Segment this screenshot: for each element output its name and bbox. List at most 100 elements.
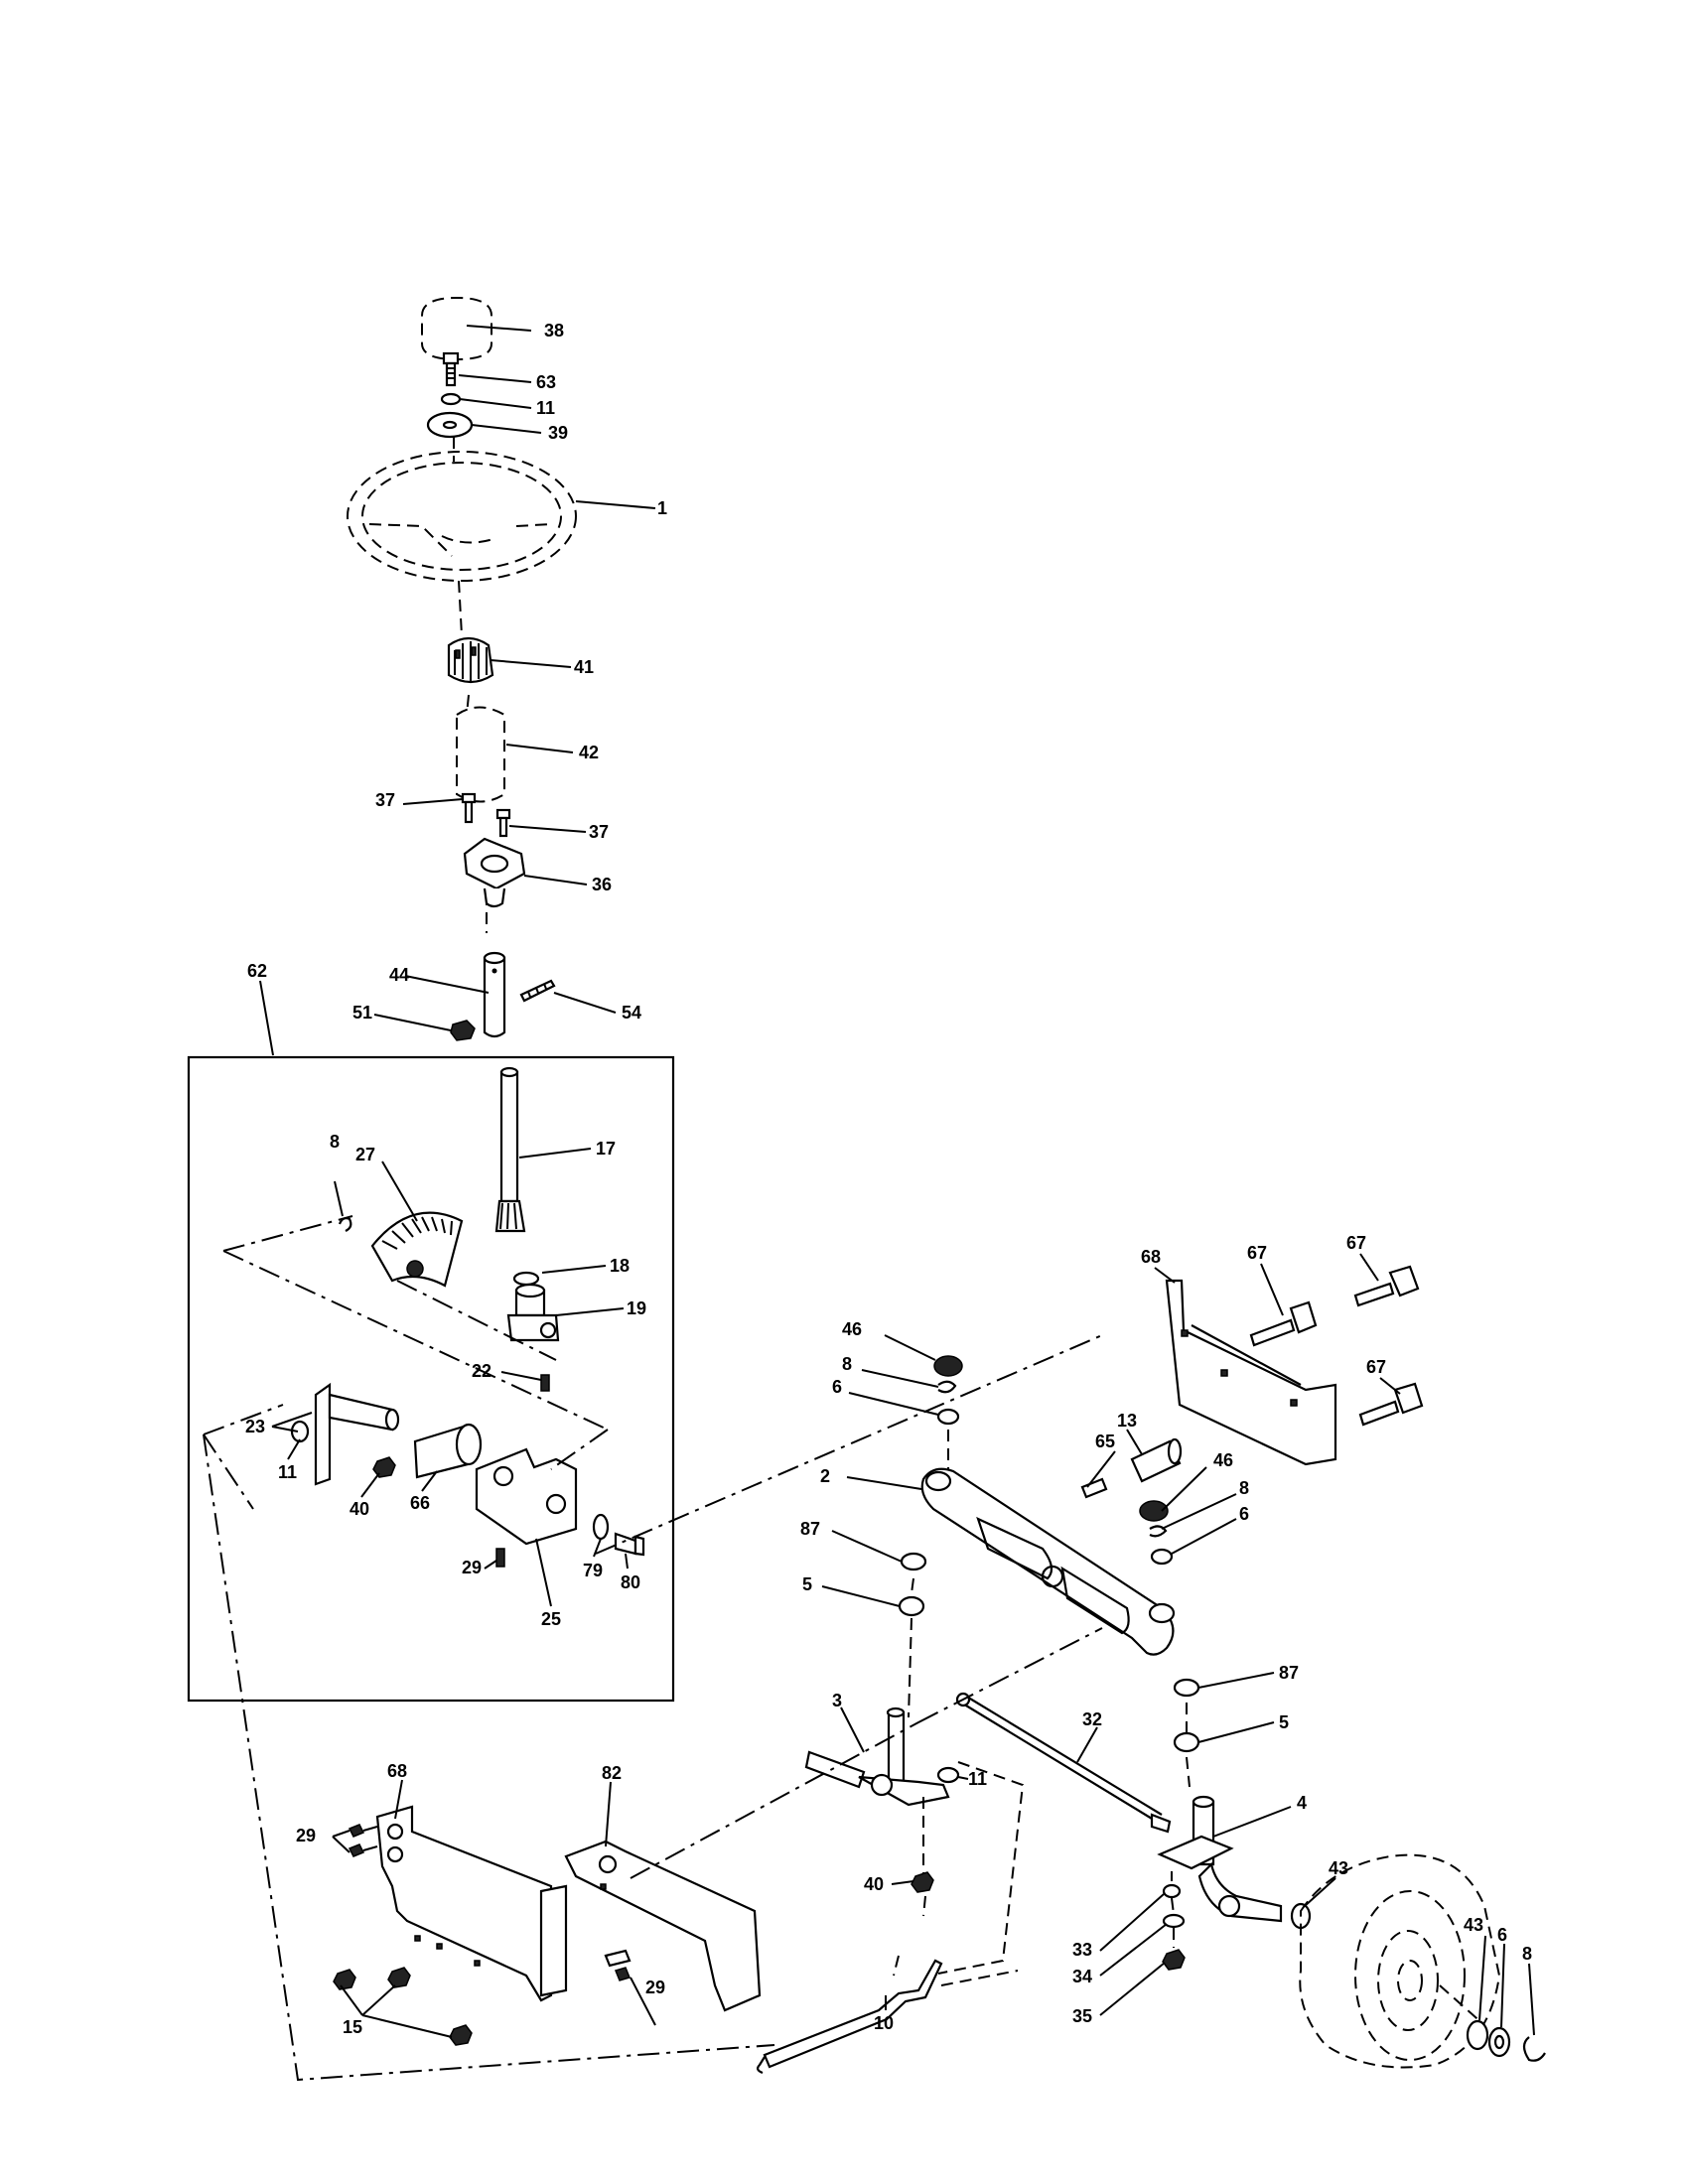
callout-87: 87 (1279, 1663, 1299, 1683)
steering-wheel (347, 451, 577, 582)
bolt-29c (604, 1949, 632, 1981)
callout-5: 5 (1279, 1712, 1289, 1732)
roll-pin (519, 979, 556, 1003)
callout-42: 42 (579, 743, 599, 762)
callout-43: 43 (1329, 1858, 1348, 1878)
bushing (413, 1423, 483, 1479)
hex-nut (450, 1020, 476, 1041)
callout-54: 54 (622, 1003, 641, 1023)
callout-40: 40 (350, 1499, 369, 1519)
callout-51: 51 (352, 1003, 372, 1023)
callout-33: 33 (1072, 1940, 1092, 1960)
washer-79 (592, 1513, 610, 1541)
sector-gear (370, 1211, 464, 1288)
bearing-flange (463, 837, 526, 908)
callout-43: 43 (1464, 1915, 1483, 1935)
steering-adapter (447, 636, 494, 684)
lock-washer (440, 392, 462, 406)
callout-40: 40 (864, 1874, 884, 1894)
frame-bracket-right (1165, 1279, 1337, 1466)
drag-link-10 (756, 1959, 943, 2075)
callout-67: 67 (1346, 1233, 1366, 1253)
hex-nut-40 (372, 1456, 396, 1478)
pivot-bar (1130, 1437, 1183, 1483)
pivot-bushing (1080, 1477, 1108, 1499)
callout-32: 32 (1082, 1709, 1102, 1729)
callout-6: 6 (1497, 1925, 1507, 1945)
steering-wheel-cap (421, 296, 492, 361)
callout-38: 38 (544, 321, 564, 341)
callout-46: 46 (842, 1319, 862, 1339)
callout-18: 18 (610, 1256, 630, 1276)
pinion-bearing (506, 1283, 560, 1342)
washer-34 (1162, 1913, 1186, 1929)
washer-11c (936, 1766, 960, 1784)
callout-3: 3 (832, 1691, 842, 1710)
callout-46: 46 (1213, 1450, 1233, 1470)
callout-22: 22 (472, 1361, 491, 1381)
steering-shaft-lower (494, 1066, 526, 1233)
hex-nut-40b (911, 1871, 934, 1893)
callout-80: 80 (621, 1572, 640, 1592)
callout-41: 41 (574, 657, 594, 677)
callout-68: 68 (387, 1761, 407, 1781)
clip-8d (1522, 2036, 1546, 2062)
frame-bolt (1249, 1265, 1424, 1427)
callout-19: 19 (627, 1298, 646, 1318)
callout-8: 8 (1239, 1478, 1249, 1498)
callout-8: 8 (842, 1354, 852, 1374)
spindle-right (1157, 1795, 1283, 1923)
callout-8: 8 (330, 1132, 340, 1152)
callout-6: 6 (1239, 1504, 1249, 1524)
callout-11: 11 (968, 1769, 987, 1789)
callout-11: 11 (278, 1462, 297, 1482)
bearing-5 (898, 1595, 1200, 1753)
gear-bracket (475, 1447, 578, 1546)
callout-11: 11 (536, 398, 555, 418)
callout-1: 1 (657, 498, 667, 518)
support-bracket-82 (539, 1840, 762, 2012)
callout-67: 67 (1366, 1357, 1386, 1377)
callout-37: 37 (589, 822, 609, 842)
nut-15 (333, 1967, 473, 2046)
callout-44: 44 (389, 965, 409, 985)
bolt-29b (348, 1824, 378, 1857)
shaft-washer (512, 1271, 540, 1287)
callout-35: 35 (1072, 2006, 1092, 2026)
washer-43b (1466, 2019, 1489, 2051)
spacer-33 (1162, 1883, 1182, 1899)
set-screw (540, 1374, 550, 1392)
callouts: 38 63 11 39 1 41 42 37 37 36 62 44 51 54… (245, 321, 1532, 2037)
steering-bolt (442, 351, 460, 387)
callout-63: 63 (536, 372, 556, 392)
callout-6: 6 (832, 1377, 842, 1397)
washer-6 (936, 1408, 1174, 1566)
cap-46 (933, 1355, 1169, 1522)
callout-29: 29 (462, 1558, 482, 1577)
callout-67: 67 (1247, 1243, 1267, 1263)
steering-washer (426, 411, 474, 439)
callout-2: 2 (820, 1466, 830, 1486)
front-axle (920, 1467, 1176, 1656)
callout-65: 65 (1095, 1432, 1115, 1451)
callout-39: 39 (548, 423, 568, 443)
callout-68: 68 (1141, 1247, 1161, 1267)
spacer-87 (900, 1552, 1200, 1698)
steering-shaft-upper (483, 951, 506, 1038)
callout-79: 79 (583, 1561, 603, 1580)
callout-37: 37 (375, 790, 395, 810)
callout-87: 87 (800, 1519, 820, 1539)
callout-36: 36 (592, 875, 612, 894)
leader-lines (259, 325, 1535, 2038)
callout-17: 17 (596, 1139, 616, 1159)
callout-4: 4 (1297, 1793, 1307, 1813)
washer-6c (1487, 2026, 1511, 2058)
callout-27: 27 (355, 1145, 375, 1164)
callout-23: 23 (245, 1417, 265, 1436)
callout-8: 8 (1522, 1944, 1532, 1964)
callout-25: 25 (541, 1609, 561, 1629)
steering-gear-assembly-box (187, 1055, 675, 1703)
callout-29: 29 (296, 1826, 316, 1845)
bolt-80 (614, 1532, 645, 1557)
